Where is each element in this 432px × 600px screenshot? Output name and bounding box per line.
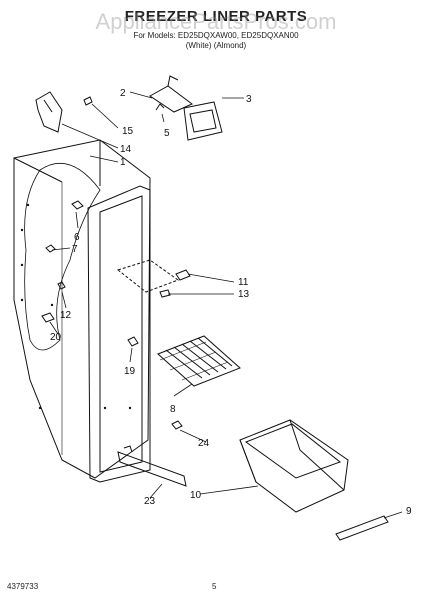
- diagram-title: FREEZER LINER PARTS: [124, 8, 308, 25]
- page-number: 5: [212, 582, 217, 591]
- callout-11: 11: [238, 277, 249, 288]
- callout-3: 3: [246, 94, 252, 105]
- watermark: AppliancePartsPros.com: [95, 9, 337, 34]
- callout-7: 7: [72, 244, 78, 255]
- light-socket: [116, 259, 191, 298]
- model-line: For Models: ED25DQXAW00, ED25DQXAN00: [133, 31, 299, 40]
- liner-front-frame: [87, 185, 151, 483]
- callout-1: 1: [120, 157, 126, 168]
- freezer-liner: [13, 139, 151, 479]
- wire-shelf: [157, 335, 241, 387]
- callout-20: 20: [50, 332, 62, 343]
- top-bracket: [35, 91, 93, 133]
- callout-9: 9: [406, 506, 412, 517]
- callout-23: 23: [144, 496, 156, 507]
- color-line: (White) (Almond): [185, 41, 247, 50]
- shelf-rail-assembly: [149, 75, 193, 113]
- callout-19: 19: [124, 366, 136, 377]
- liner-mounting-holes: [20, 203, 132, 410]
- freezer-bin: [239, 419, 349, 513]
- callout-15: 15: [122, 126, 134, 137]
- callout-5: 5: [164, 128, 170, 139]
- callout-2: 2: [120, 88, 126, 99]
- lower-rail: [117, 445, 187, 487]
- callout-8: 8: [170, 404, 176, 415]
- small-clips: [41, 200, 183, 430]
- callout-labels: 1 2 3 5 6 7 8 9 10 11 12 13 14 15 19 20 …: [50, 88, 412, 517]
- callout-10: 10: [190, 490, 202, 501]
- small-pan: [183, 101, 223, 141]
- callout-24: 24: [198, 438, 210, 449]
- callout-13: 13: [238, 289, 250, 300]
- bin-trim: [335, 515, 389, 541]
- callout-12: 12: [60, 310, 72, 321]
- part-number: 4379733: [7, 582, 39, 591]
- leader-lines: [49, 91, 403, 519]
- callout-6: 6: [74, 232, 80, 243]
- callout-14: 14: [120, 144, 132, 155]
